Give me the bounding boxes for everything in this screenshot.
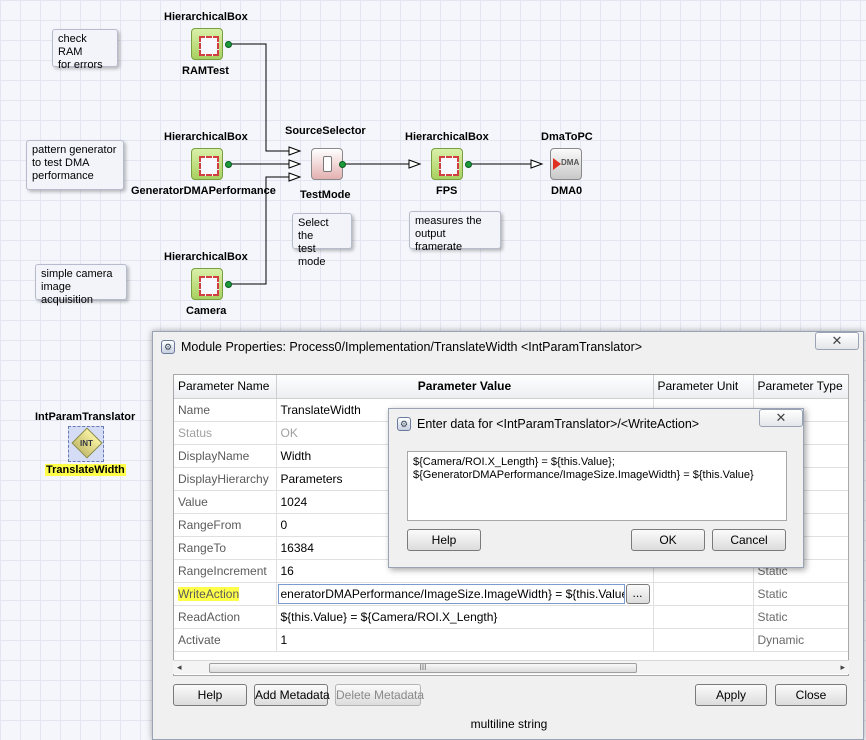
camera-node-type: HierarchicalBox [164,251,248,263]
col-header-name[interactable]: Parameter Name [174,375,277,399]
close-button[interactable]: Close [775,684,847,706]
selector-node-label: TestMode [300,189,351,201]
param-name: Activate [174,628,277,652]
param-value-editor[interactable]: eneratorDMAPerformance/ImageSize.ImageWi… [276,582,654,606]
param-name: ReadAction [174,605,277,629]
table-row[interactable]: ReadAction${this.Value} = ${Camera/ROI.X… [174,605,848,629]
dialog-close-icon[interactable]: ✕ [815,332,859,350]
param-name: RangeIncrement [174,559,277,583]
popup-cancel-button[interactable]: Cancel [712,529,786,551]
ramtest-node-type: HierarchicalBox [164,11,248,23]
popup-app-icon: ⚙ [397,417,411,431]
param-name: DisplayName [174,444,277,468]
table-row-selected[interactable]: WriteAction eneratorDMAPerformance/Image… [174,582,848,606]
note-pattern[interactable]: pattern generator to test DMA performanc… [26,140,124,190]
param-unit [653,605,754,629]
ramtest-node-label: RAMTest [182,65,229,77]
popup-ok-button[interactable]: OK [631,529,705,551]
param-type: Static [753,582,848,606]
generator-node-icon[interactable] [191,148,223,180]
edit-value-button[interactable]: ... [625,583,650,604]
popup-help-button[interactable]: Help [407,529,481,551]
dialog-title: Module Properties: Process0/Implementati… [181,340,643,354]
camera-node-label: Camera [186,305,227,317]
selector-output-port[interactable] [339,161,346,168]
scrollbar-thumb[interactable]: III [209,663,637,673]
fps-node-icon[interactable] [431,148,463,180]
ramtest-node-icon[interactable] [191,28,223,60]
col-header-type[interactable]: Parameter Type [753,375,848,399]
translator-node-type: IntParamTranslator [35,411,136,423]
horizontal-scrollbar[interactable]: ◂ III ▸ [173,660,849,674]
param-name: RangeFrom [174,513,277,537]
param-type: Dynamic [753,628,848,652]
dma-icon-text: DMA [561,158,580,167]
connection-wires [231,43,544,285]
enter-data-dialog: ⚙ Enter data for <IntParamTranslator>/<W… [388,408,804,568]
translator-icon-text: INT [80,439,93,448]
source-selector-icon[interactable] [311,148,343,180]
popup-close-icon[interactable]: ✕ [759,409,803,427]
translator-node-icon[interactable]: INT [68,426,104,462]
param-name: DisplayHierarchy [174,467,277,491]
param-value[interactable]: 1 [276,628,654,652]
param-name: Status [174,421,277,445]
param-name-highlight: WriteAction [178,586,240,601]
note-ram[interactable]: check RAM for errors [52,29,118,71]
param-unit [653,628,754,652]
param-name: Name [174,398,277,422]
generator-node-type: HierarchicalBox [164,131,248,143]
translator-node-label: TranslateWidth [45,464,126,476]
param-name: WriteAction [174,582,277,606]
dma-node-label: DMA0 [551,185,583,197]
camera-node-icon[interactable] [191,268,223,300]
col-header-value[interactable]: Parameter Value [276,375,654,399]
camera-output-port[interactable] [225,281,232,288]
delete-metadata-button: Delete Metadata [335,684,424,706]
ramtest-output-port[interactable] [225,41,232,48]
fps-output-port[interactable] [465,161,472,168]
writeaction-input[interactable]: eneratorDMAPerformance/ImageSize.ImageWi… [277,583,625,604]
param-name: Value [174,490,277,514]
help-button[interactable]: Help [173,684,247,706]
param-type: Static [753,605,848,629]
scroll-right-icon[interactable]: ▸ [840,662,845,672]
dma-icon[interactable]: DMA [550,148,582,180]
add-metadata-button[interactable]: Add Metadata [254,684,330,706]
selector-node-type: SourceSelector [285,125,366,137]
dialog-app-icon: ⚙ [161,340,175,354]
status-text: multiline string [470,717,548,731]
param-value[interactable]: ${this.Value} = ${Camera/ROI.X_Length} [276,605,654,629]
note-selector[interactable]: Select the test mode [292,213,352,268]
fps-node-type: HierarchicalBox [405,131,489,143]
param-unit [653,582,754,606]
note-fps[interactable]: measures the output framerate [409,211,501,253]
col-header-unit[interactable]: Parameter Unit [653,375,754,399]
generator-output-port[interactable] [225,161,232,168]
note-camera[interactable]: simple camera image acquisition [35,264,127,306]
generator-node-label: GeneratorDMAPerformance [131,185,276,197]
dma-node-type: DmaToPC [541,131,593,143]
writeaction-textarea[interactable]: ${Camera/ROI.X_Length} = ${this.Value}; … [407,451,787,521]
param-name: RangeTo [174,536,277,560]
apply-button[interactable]: Apply [695,684,767,706]
scroll-left-icon[interactable]: ◂ [177,662,182,672]
fps-node-label: FPS [436,185,458,197]
popup-title: Enter data for <IntParamTranslator>/<Wri… [417,417,700,431]
